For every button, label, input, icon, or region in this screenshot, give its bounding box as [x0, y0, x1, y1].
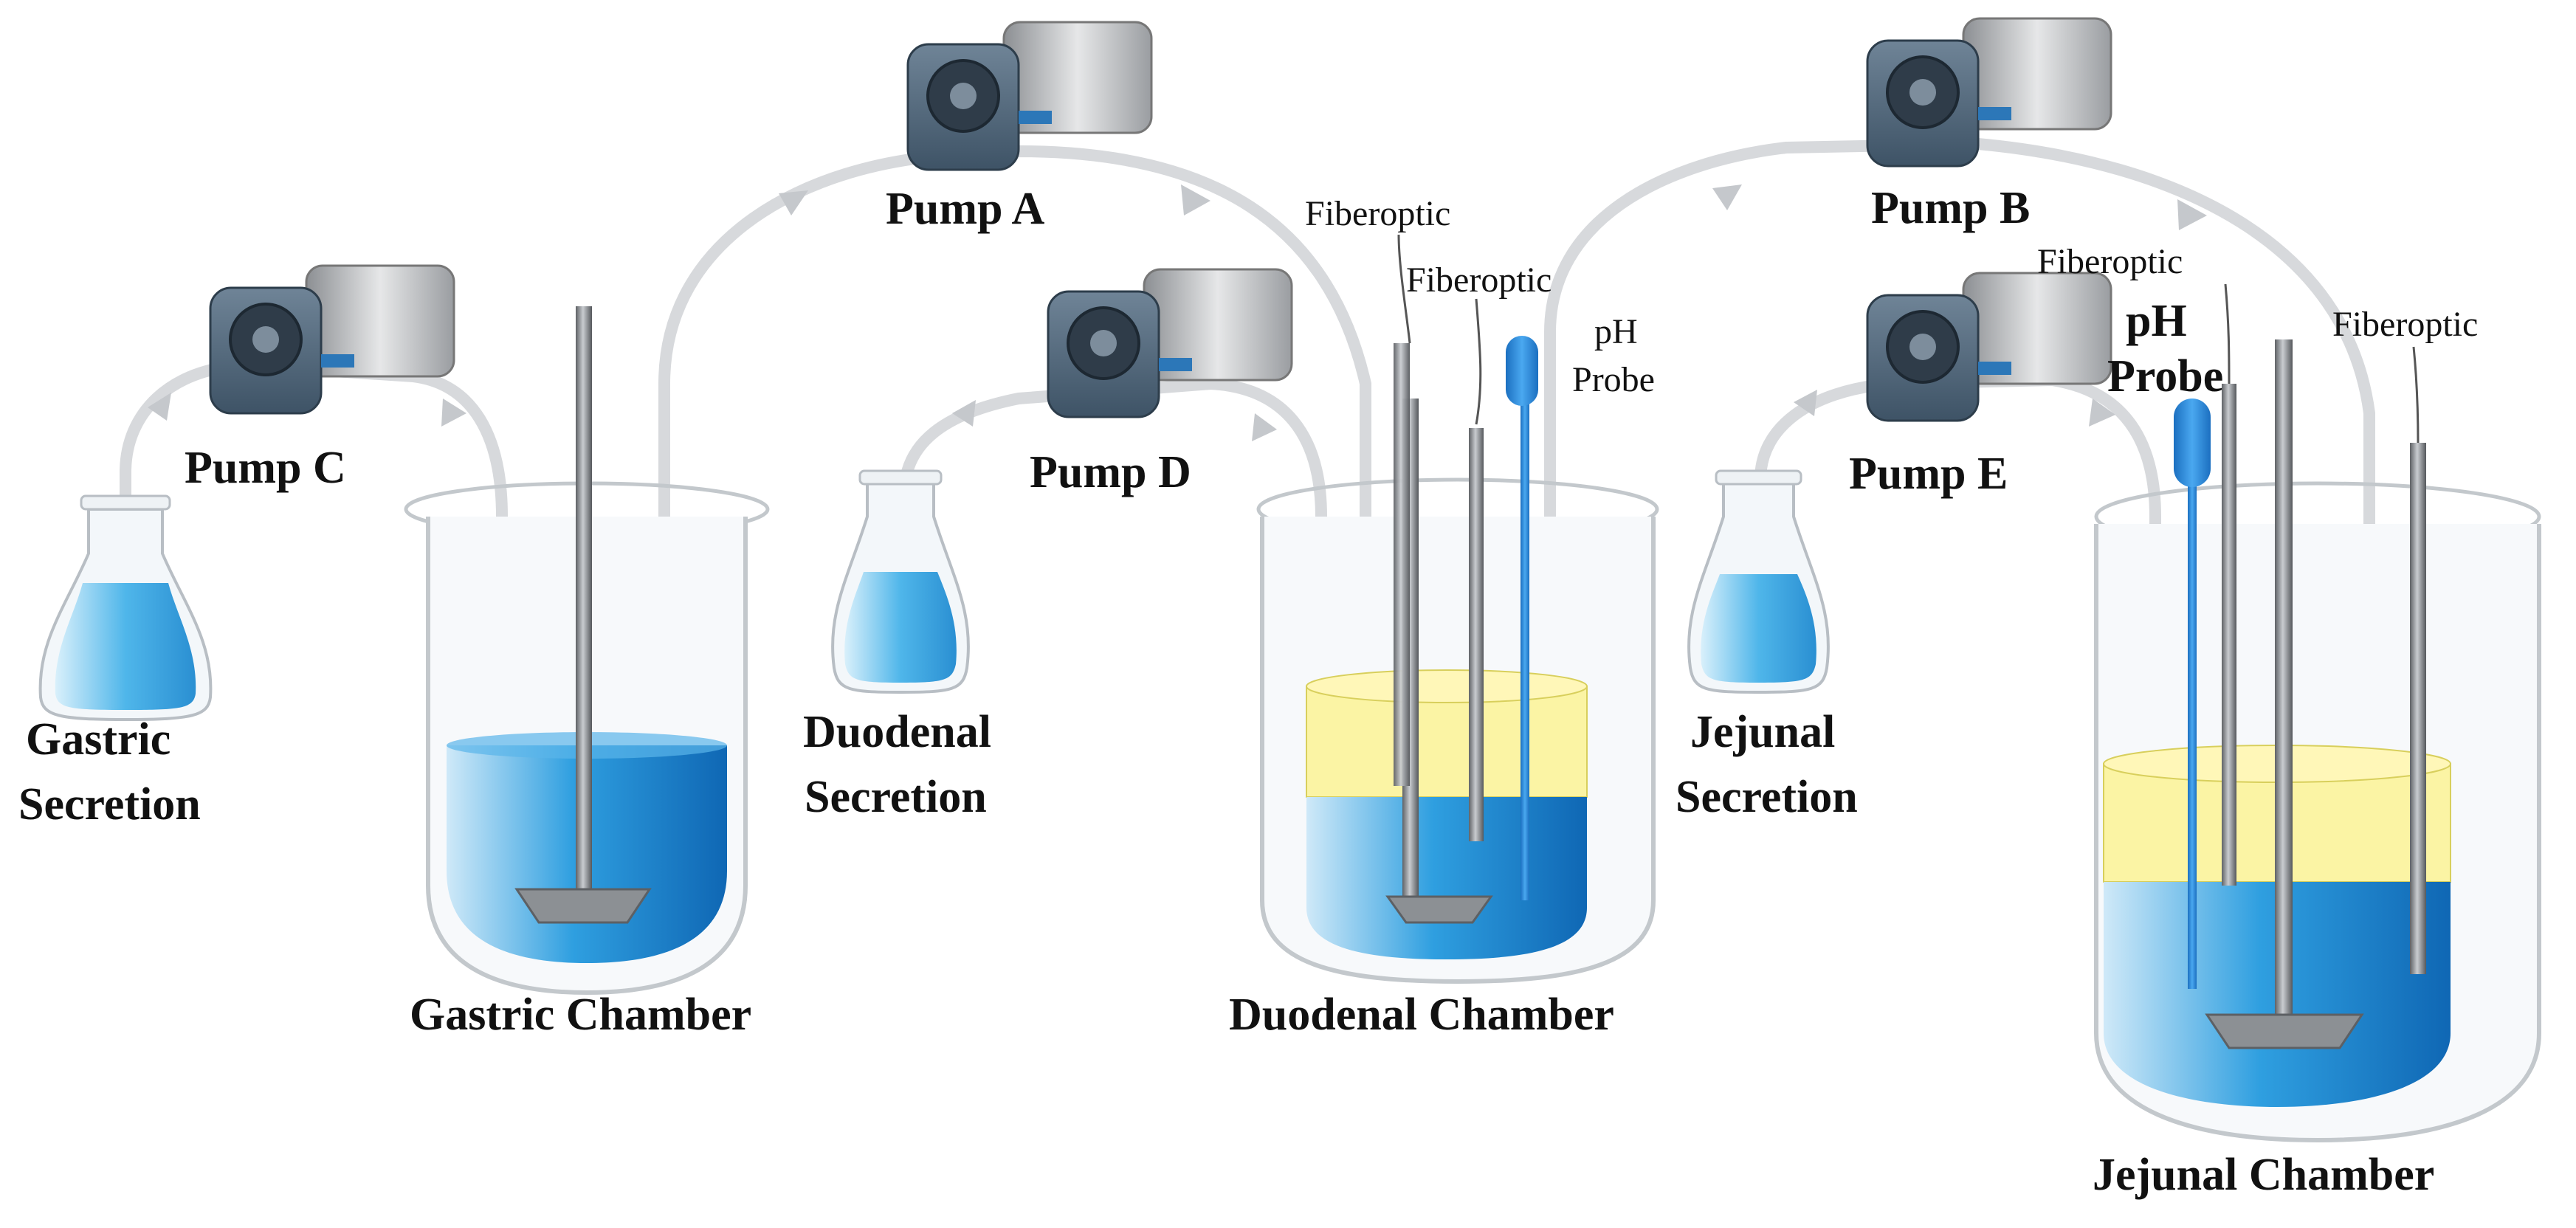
probe-leader-lines	[1397, 234, 2420, 444]
gastric-secretion-label-line2: Secretion	[18, 779, 201, 829]
tubing-arrows	[148, 184, 2207, 441]
gastric-secretion-flask	[38, 494, 213, 722]
duodenal-chamber-label: Duodenal Chamber	[1229, 990, 1614, 1040]
ph-probe-label-duodenal-line1: pH	[1594, 312, 1638, 351]
duodenal-secretion-flask	[831, 469, 970, 694]
jejunal-chamber-beaker	[2094, 339, 2541, 1143]
pump-b	[1866, 17, 2112, 168]
gastric-chamber-beaker	[404, 306, 770, 996]
ph-probe-label-duodenal-line2: Probe	[1572, 360, 1655, 399]
jejunal-secretion-flask	[1687, 469, 1830, 694]
pump-e-label: Pump E	[1849, 449, 2008, 499]
ph-probe-label-jejunal-line2: Probe	[2107, 351, 2223, 401]
pump-a-label: Pump A	[886, 184, 1045, 234]
fiberoptic-label-1: Fiberoptic	[1305, 194, 1450, 233]
duodenal-chamber-beaker	[1256, 336, 1659, 984]
gastric-chamber-label: Gastric Chamber	[410, 990, 751, 1040]
gastric-secretion-label-line1: Gastric	[26, 714, 171, 765]
pump-e	[1866, 272, 2112, 422]
pump-c	[209, 264, 455, 415]
ph-probe-label-jejunal-line1: pH	[2126, 296, 2187, 346]
duodenal-secretion-label-line1: Duodenal	[803, 707, 991, 757]
pump-c-label: Pump C	[185, 443, 346, 493]
fiberoptic-label-3: Fiberoptic	[2037, 242, 2183, 281]
jejunal-secretion-label-line1: Jejunal	[1690, 707, 1835, 757]
fiberoptic-label-2: Fiberoptic	[1406, 261, 1552, 300]
jejunal-chamber-label: Jejunal Chamber	[2093, 1150, 2434, 1200]
pump-d-label: Pump D	[1030, 447, 1191, 497]
jejunal-secretion-label-line2: Secretion	[1676, 772, 1858, 822]
fiberoptic-label-4: Fiberoptic	[2332, 305, 2478, 344]
pump-d	[1047, 268, 1293, 418]
pump-b-label: Pump B	[1871, 183, 2030, 233]
pump-a	[906, 21, 1153, 171]
duodenal-secretion-label-line2: Secretion	[805, 772, 987, 822]
